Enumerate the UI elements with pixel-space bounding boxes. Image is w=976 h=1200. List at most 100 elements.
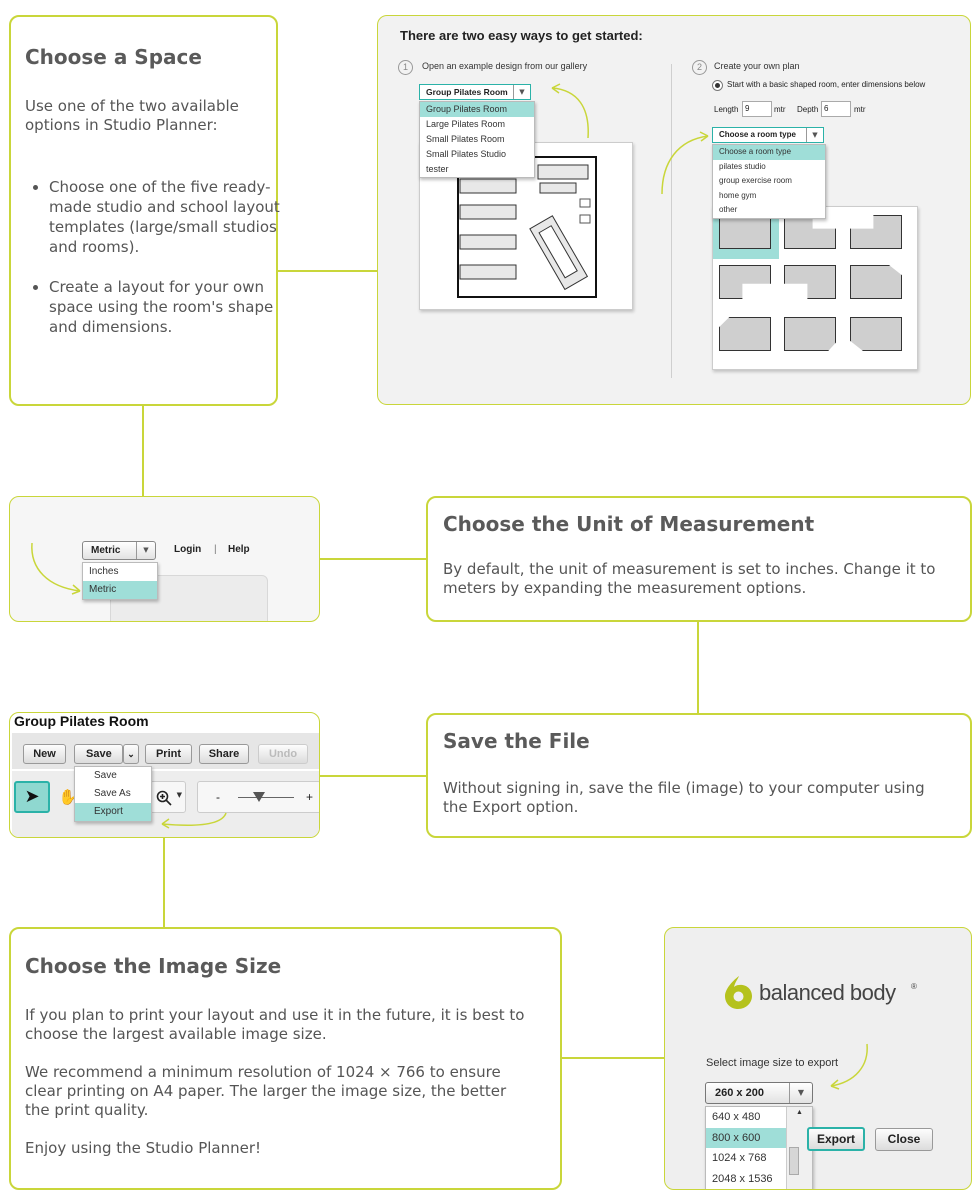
image-size-card: Choose the Image Size If you plan to pri… <box>9 927 562 1190</box>
image-size-dropdown[interactable]: 260 x 200 ▼ <box>705 1082 813 1104</box>
get-started-screenshot: There are two easy ways to get started: … <box>377 15 971 405</box>
gallery-preview <box>419 142 633 310</box>
menu-item[interactable]: tester <box>426 164 449 174</box>
connector-line <box>562 1057 664 1059</box>
room-shape[interactable] <box>784 317 836 351</box>
unit-label: mtr <box>854 105 866 114</box>
print-button[interactable]: Print <box>145 744 192 764</box>
card-body: If you plan to print your layout and use… <box>25 1006 525 1043</box>
brand-logo-icon <box>725 976 752 1009</box>
room-shape[interactable] <box>719 265 771 299</box>
depth-field[interactable]: 6 <box>821 101 851 117</box>
chevron-down-icon: ▼ <box>806 128 823 142</box>
help-link[interactable]: Help <box>228 544 250 555</box>
card-title: Save the File <box>443 729 590 753</box>
card-body: Without signing in, save the file (image… <box>443 779 925 816</box>
select-size-label: Select image size to export <box>706 1057 839 1069</box>
menu-item[interactable]: Group Pilates Room <box>420 102 534 117</box>
menu-item[interactable]: Save <box>94 770 117 781</box>
menu-item[interactable]: Metric <box>83 581 157 599</box>
room-shape[interactable] <box>850 215 902 249</box>
share-button[interactable]: Share <box>199 744 249 764</box>
card-title: Choose the Unit of Measurement <box>443 512 815 536</box>
step-number: 1 <box>398 60 413 75</box>
arrow-icon <box>661 131 709 195</box>
zoom-slider-track[interactable] <box>238 797 294 798</box>
arrow-icon <box>161 812 227 829</box>
brand-mark: ® <box>911 982 917 991</box>
connector-line <box>163 838 165 927</box>
connector-line <box>320 558 426 560</box>
room-shape[interactable] <box>850 265 902 299</box>
menu-item[interactable]: Small Pilates Studio <box>426 149 507 159</box>
export-button[interactable]: Export <box>807 1127 865 1151</box>
chevron-down-icon: ▼ <box>136 542 155 559</box>
list-item: Choose one of the five ready-made studio… <box>49 177 301 257</box>
unit-label: mtr <box>774 105 786 114</box>
chevron-down-icon: ▼ <box>513 85 530 99</box>
menu-item[interactable]: 1024 x 768 <box>712 1152 767 1164</box>
choose-space-card: Choose a Space Use one of the two availa… <box>9 15 280 406</box>
radio-button[interactable] <box>712 80 723 91</box>
room-shape-grid <box>712 206 918 370</box>
save-menu: Save Save As Export <box>74 766 152 822</box>
room-type-menu: Choose a room type pilates studio group … <box>712 144 826 219</box>
zoom-slider-handle[interactable] <box>253 792 265 802</box>
menu-item[interactable]: Large Pilates Room <box>426 119 506 129</box>
room-shape[interactable] <box>784 265 836 299</box>
divider <box>671 64 672 378</box>
scrollbar-thumb[interactable] <box>789 1147 799 1175</box>
chevron-down-icon: ▼ <box>789 1083 812 1103</box>
menu-item[interactable]: group exercise room <box>719 176 792 185</box>
menu-item[interactable]: Export <box>75 803 151 821</box>
connector-line <box>697 622 699 713</box>
close-button[interactable]: Close <box>875 1128 933 1151</box>
pointer-tool-icon[interactable]: ➤ <box>14 781 50 813</box>
menu-item[interactable]: 2048 x 1536 <box>712 1172 773 1185</box>
save-button[interactable]: Save <box>74 744 123 764</box>
option-list: Choose one of the five ready-made studio… <box>11 177 301 337</box>
room-shape[interactable] <box>784 215 836 249</box>
zoom-tool[interactable]: ▼ <box>150 781 186 813</box>
separator: | <box>214 544 217 555</box>
unit-menu: Inches Metric <box>82 562 158 600</box>
connector-line <box>142 406 144 496</box>
room-shape[interactable] <box>719 215 771 249</box>
room-type-dropdown[interactable]: Choose a room type ▼ <box>712 127 824 143</box>
login-link[interactable]: Login <box>174 544 202 555</box>
room-shape[interactable] <box>850 317 902 351</box>
image-size-value: 260 x 200 <box>715 1087 764 1099</box>
gallery-dropdown-value: Group Pilates Room <box>426 87 508 97</box>
card-body: Enjoy using the Studio Planner! <box>25 1139 262 1157</box>
scroll-up-icon[interactable]: ▲ <box>796 1109 803 1116</box>
unit-dropdown-value: Metric <box>91 545 121 556</box>
hand-tool-icon[interactable]: ✋ <box>58 788 78 806</box>
radio-dot <box>715 83 720 88</box>
room-type-value: Choose a room type <box>719 130 796 139</box>
card-body: We recommend a minimum resolution of 102… <box>25 1063 507 1119</box>
new-button[interactable]: New <box>23 744 66 764</box>
length-label: Length <box>714 105 739 114</box>
menu-item[interactable]: Choose a room type <box>713 145 825 160</box>
arrow-icon <box>31 542 81 595</box>
floor-plan-preview <box>457 156 597 298</box>
undo-button[interactable]: Undo <box>258 744 308 764</box>
get-started-heading: There are two easy ways to get started: <box>400 28 643 43</box>
menu-item[interactable]: other <box>719 205 738 214</box>
menu-item[interactable]: 640 x 480 <box>712 1111 761 1123</box>
gallery-dropdown-menu: Group Pilates Room Large Pilates Room Sm… <box>419 101 535 178</box>
card-intro: Use one of the two available options in … <box>25 97 239 134</box>
chevron-down-icon[interactable]: ⌄ <box>123 744 139 764</box>
zoom-out-control[interactable]: - <box>216 790 220 804</box>
menu-item[interactable]: Small Pilates Room <box>426 134 505 144</box>
unit-dropdown[interactable]: Metric ▼ <box>82 541 156 560</box>
room-shape[interactable] <box>719 317 771 351</box>
menu-item[interactable]: 800 x 600 <box>706 1127 798 1148</box>
menu-item[interactable]: pilates studio <box>719 161 766 171</box>
zoom-in-control[interactable]: + <box>306 790 314 804</box>
menu-item[interactable]: Save As <box>94 788 131 799</box>
gallery-dropdown[interactable]: Group Pilates Room ▼ <box>419 84 531 100</box>
menu-item[interactable]: home gym <box>719 190 757 200</box>
length-field[interactable]: 9 <box>742 101 772 117</box>
menu-item[interactable]: Inches <box>89 566 119 577</box>
